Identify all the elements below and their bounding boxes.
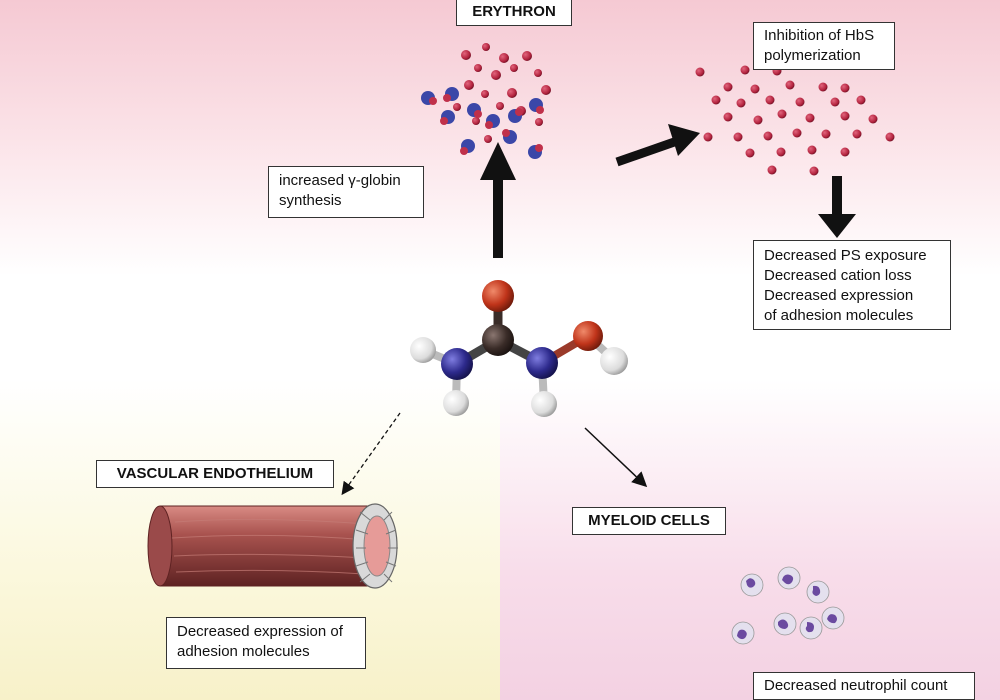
rbc-cluster (695, 65, 895, 176)
oxygen-atom (482, 280, 514, 312)
hydrogen-atom (531, 391, 557, 417)
arrow-down-ps (818, 176, 856, 238)
ps-effect-line: Decreased cation loss (764, 267, 912, 284)
blood-vessel (147, 503, 398, 589)
ps-exposure-box: Decreased PS exposure Decreased cation l… (753, 240, 951, 330)
erythron-label: ERYTHRON (456, 0, 572, 26)
arrow-dashed-endothelium (341, 412, 401, 496)
vascular-endothelium-label: VASCULAR ENDOTHELIUM (96, 460, 334, 488)
endothelium-effect-line: adhesion molecules (177, 643, 310, 660)
erythron-cells (421, 43, 551, 159)
arrow-up-erythron (480, 142, 516, 258)
hbs-inhibition-line: Inhibition of HbS (764, 27, 875, 44)
hbs-inhibition-box: Inhibition of HbS polymerization (753, 22, 895, 70)
gamma-globin-line: increased γ-globin (279, 172, 401, 189)
neutrophil-count-text: Decreased neutrophil count (764, 677, 948, 694)
nitrogen-atom (526, 347, 558, 379)
hbs-inhibition-line: polymerization (764, 47, 861, 64)
carbon-atom (482, 324, 514, 356)
gamma-globin-box: increased γ-globin synthesis (268, 166, 424, 218)
hydroxyurea-molecule (410, 280, 628, 417)
hydrogen-atom (600, 347, 628, 375)
ps-effect-line: Decreased PS exposure (764, 247, 927, 264)
arrow-right-hbs (615, 124, 700, 167)
oxygen-atom (573, 321, 603, 351)
ps-effect-line: Decreased expression (764, 287, 914, 304)
nitrogen-atom (441, 348, 473, 380)
hydrogen-atom (443, 390, 469, 416)
neutrophil-count-box: Decreased neutrophil count (753, 672, 975, 700)
arrow-myeloid (584, 427, 648, 488)
background-bottom-right (500, 380, 1000, 700)
endothelium-effect-line: Decreased expression of (177, 623, 343, 640)
ps-effect-line: of adhesion molecules (764, 307, 914, 324)
myeloid-cells-label: MYELOID CELLS (572, 507, 726, 535)
hydrogen-atom (410, 337, 436, 363)
neutrophils (731, 566, 845, 645)
endothelium-effect-box: Decreased expression of adhesion molecul… (166, 617, 366, 669)
gamma-globin-line: synthesis (279, 192, 342, 209)
